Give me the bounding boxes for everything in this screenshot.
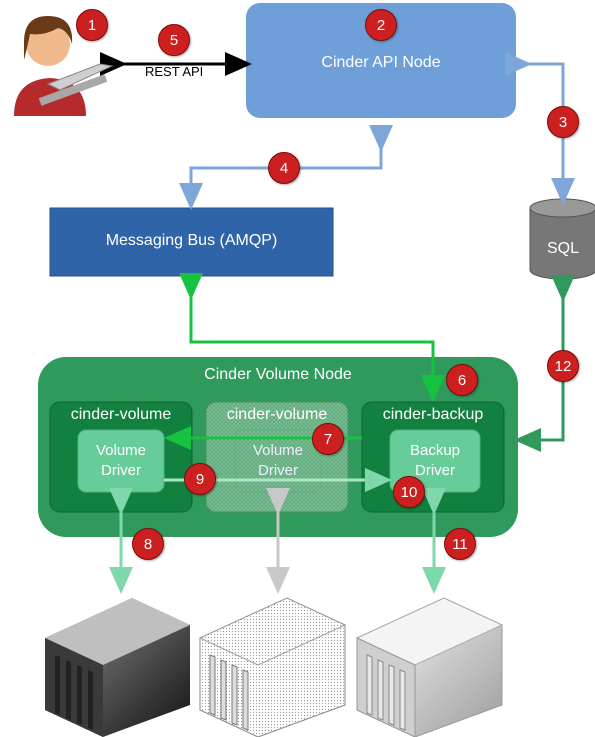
database-icon <box>529 198 595 280</box>
cinder-volume-label-2: cinder-volume <box>226 406 328 423</box>
step-badge-5: 5 <box>158 24 190 56</box>
backup-driver-label: Backup Driver <box>409 442 461 479</box>
cinder-backup-label: cinder-backup <box>382 406 484 423</box>
volume-driver-label-2: Volume Driver <box>252 442 304 479</box>
messaging-bus-box <box>49 207 334 277</box>
step-badge-7: 7 <box>312 423 344 455</box>
step-badge-1: 1 <box>76 9 108 41</box>
step-badge-3: 3 <box>547 106 579 138</box>
server-icon <box>198 597 347 737</box>
cinder-api-node-label: Cinder API Node <box>321 54 441 71</box>
cinder-volume-node-label: Cinder Volume Node <box>204 366 352 383</box>
cinder-api-node-box <box>246 3 516 118</box>
step-badge-11: 11 <box>444 528 476 560</box>
sql-label: SQL <box>546 240 579 257</box>
api-sql-arrow <box>505 52 575 205</box>
rest-api-label: REST API <box>145 64 204 79</box>
user-icon <box>14 16 114 116</box>
step-badge-12: 12 <box>547 350 579 382</box>
step-badge-10: 10 <box>393 476 425 508</box>
sql-backup-arrow <box>514 275 575 452</box>
step-badge-6: 6 <box>446 364 478 396</box>
volume-driver-label-1: Volume Driver <box>95 442 147 479</box>
step-badge-9: 9 <box>184 463 216 495</box>
step-badge-8: 8 <box>132 528 164 560</box>
server-icon <box>45 598 190 737</box>
step-badge-2: 2 <box>365 9 397 41</box>
bus-backup-arrow <box>179 273 445 402</box>
server-icon <box>355 597 504 737</box>
messaging-bus-label: Messaging Bus (AMQP) <box>105 232 278 249</box>
cinder-volume-label-1: cinder-volume <box>70 406 172 423</box>
step-badge-4: 4 <box>268 152 300 184</box>
